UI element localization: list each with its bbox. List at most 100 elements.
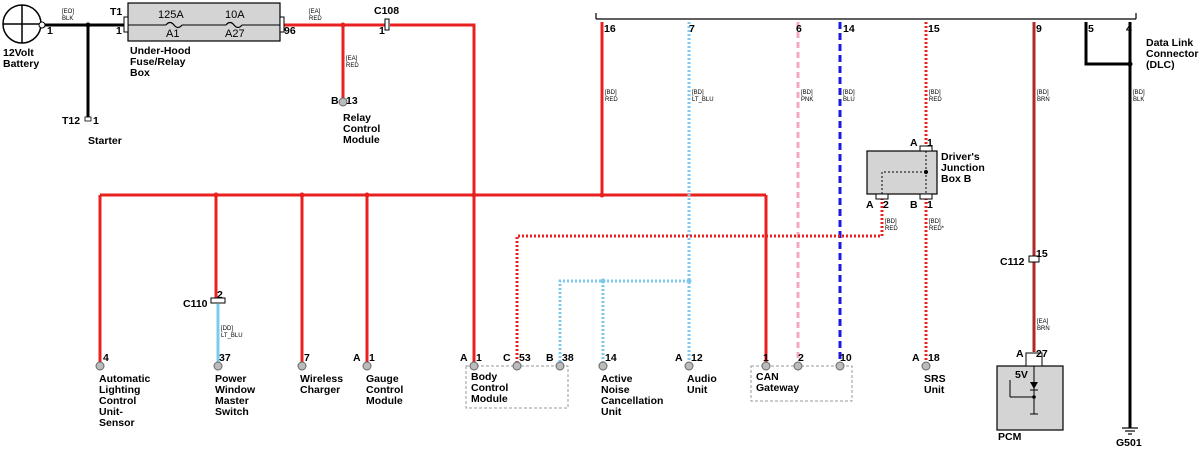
component-srs: A 18 SRS Unit (912, 352, 946, 396)
djb-bot-left-conn: A (866, 199, 874, 211)
component-label: Lighting (99, 384, 140, 396)
terminal-icon (512, 361, 522, 371)
wire-label-color: LT_BLU (692, 97, 714, 103)
djb-bot-right-pin: 1 (927, 199, 933, 211)
djb-top-pin: 1 (927, 137, 933, 149)
component-pin: 12 (691, 352, 703, 364)
terminal-icon (793, 361, 803, 371)
splice (299, 192, 305, 198)
wire-label-color: LT_BLU (221, 333, 243, 339)
component-label: Unit (924, 384, 945, 396)
wires (44, 22, 1132, 428)
splice (1127, 61, 1133, 67)
diode-icon (1030, 382, 1038, 389)
wire-label-code: [EA] (346, 56, 358, 62)
wire-label-color: BRN (1037, 97, 1050, 103)
wire-label-color: BRN (1037, 326, 1050, 332)
fuse-relay-box: 125A A1 10A A27 T1 1 96 Under-Hood Fuse/… (110, 2, 346, 79)
terminal-icon (362, 361, 372, 371)
component-label: Active (601, 373, 633, 385)
pcm-voltage: 5V (1015, 369, 1028, 381)
fuse-id: A27 (225, 28, 245, 40)
dlc-label-1: Data Link (1146, 37, 1193, 49)
fuse-icon (165, 21, 183, 29)
component-label: Unit (601, 406, 622, 418)
can-pin: 10 (840, 352, 852, 364)
fusebox-pin-in: 1 (116, 25, 122, 37)
pcm: A 27 5V PCM (996, 348, 1064, 443)
c108-pin: 1 (379, 25, 385, 37)
wire-label-color: BLU (843, 97, 855, 103)
c112-pin: 15 (1036, 248, 1048, 260)
component-label: Noise (601, 384, 630, 396)
wire-label-color: RED (885, 226, 898, 232)
terminal-icon (469, 361, 479, 371)
wire-dlc5-blk (1084, 22, 1130, 66)
component-bcm: A 1 C 53 B 38 Body Control Module (460, 352, 574, 409)
component-label: Automatic (99, 373, 150, 385)
starter: T12 1 Starter (62, 115, 122, 147)
terminal-icon (761, 361, 771, 371)
dlc-pin-16: 16 (604, 23, 616, 35)
component-label: Wireless (300, 373, 343, 385)
dlc-pin-15: 15 (928, 23, 940, 35)
component-wireless-charger: 7 Wireless Charger (297, 352, 343, 396)
component-label: Charger (300, 384, 340, 396)
dlc-wire-labels: [BD] RED [BD] LT_BLU [BD] PNK [BD] BLU [… (605, 90, 1145, 103)
bcm-pin: 38 (562, 352, 574, 364)
dlc-pin-14: 14 (843, 23, 855, 35)
djb-bot-right-conn: B (910, 199, 918, 211)
component-label: Audio (687, 373, 717, 385)
component-pin: 4 (103, 352, 109, 364)
splice (85, 22, 91, 28)
component-label: Switch (215, 406, 249, 418)
battery: 1 12Volt Battery [EO] BLK (2, 4, 91, 70)
splice (600, 278, 606, 284)
bcm-conn: A (460, 352, 468, 364)
djb-bot-left-pin: 2 (883, 199, 889, 211)
fusebox-terminal: T1 (110, 6, 122, 18)
wire-label-color: BLK (1133, 97, 1144, 103)
dlc-connector: 16 7 6 14 15 9 5 4 Data Link Connector (… (595, 13, 1199, 71)
wire-label-code: [DD] (221, 326, 233, 332)
djb-label-2: Junction (941, 162, 985, 174)
component-conn: A (675, 352, 683, 364)
component-pin: 37 (219, 352, 231, 364)
terminal-icon (921, 361, 931, 371)
splice (599, 192, 605, 198)
bcm-conn: C (503, 352, 511, 364)
wire-label-code: [BD] (885, 219, 897, 225)
fuse-icon (225, 21, 243, 29)
relay-module-conn: B (331, 95, 339, 107)
wire-c108-red (390, 23, 476, 362)
djb-top-conn: A (910, 137, 918, 149)
fusebox-label-2: Fuse/Relay (130, 56, 186, 68)
wire-label-code: [BD] (692, 90, 704, 96)
component-power-window: 37 Power Window Master Switch (213, 352, 256, 418)
c110-label: C110 (183, 298, 208, 310)
component-label: SRS (924, 373, 946, 385)
component-label: Power (215, 373, 247, 385)
component-anc: 14 Active Noise Cancellation Unit (598, 352, 663, 418)
wire-label-code: [BD] (605, 90, 617, 96)
c112-connector: C112 15 [EA] BRN (1000, 248, 1050, 332)
wire-label-color: RED (309, 16, 322, 22)
can-pin: 1 (763, 352, 769, 364)
wire-djb-a2-red (515, 198, 884, 362)
component-label: Gauge (366, 373, 399, 385)
component-conn: A (912, 352, 920, 364)
dlc-pin-9: 9 (1036, 23, 1042, 35)
fusebox-pin-out: 96 (284, 25, 296, 37)
wire-label-color: RED* (929, 226, 945, 232)
component-pin: 7 (304, 352, 310, 364)
c108-connector: C108 1 (374, 5, 399, 37)
component-label: Sensor (99, 417, 135, 429)
starter-pin: 1 (93, 115, 99, 127)
component-label: CAN (756, 371, 779, 383)
wire-label-code: [EA] (309, 9, 321, 15)
wire-label-code: [BD] (929, 90, 941, 96)
terminal-icon (338, 97, 348, 107)
splice (471, 192, 477, 198)
starter-label: Starter (88, 135, 122, 147)
relay-module-pin: 13 (346, 95, 358, 107)
